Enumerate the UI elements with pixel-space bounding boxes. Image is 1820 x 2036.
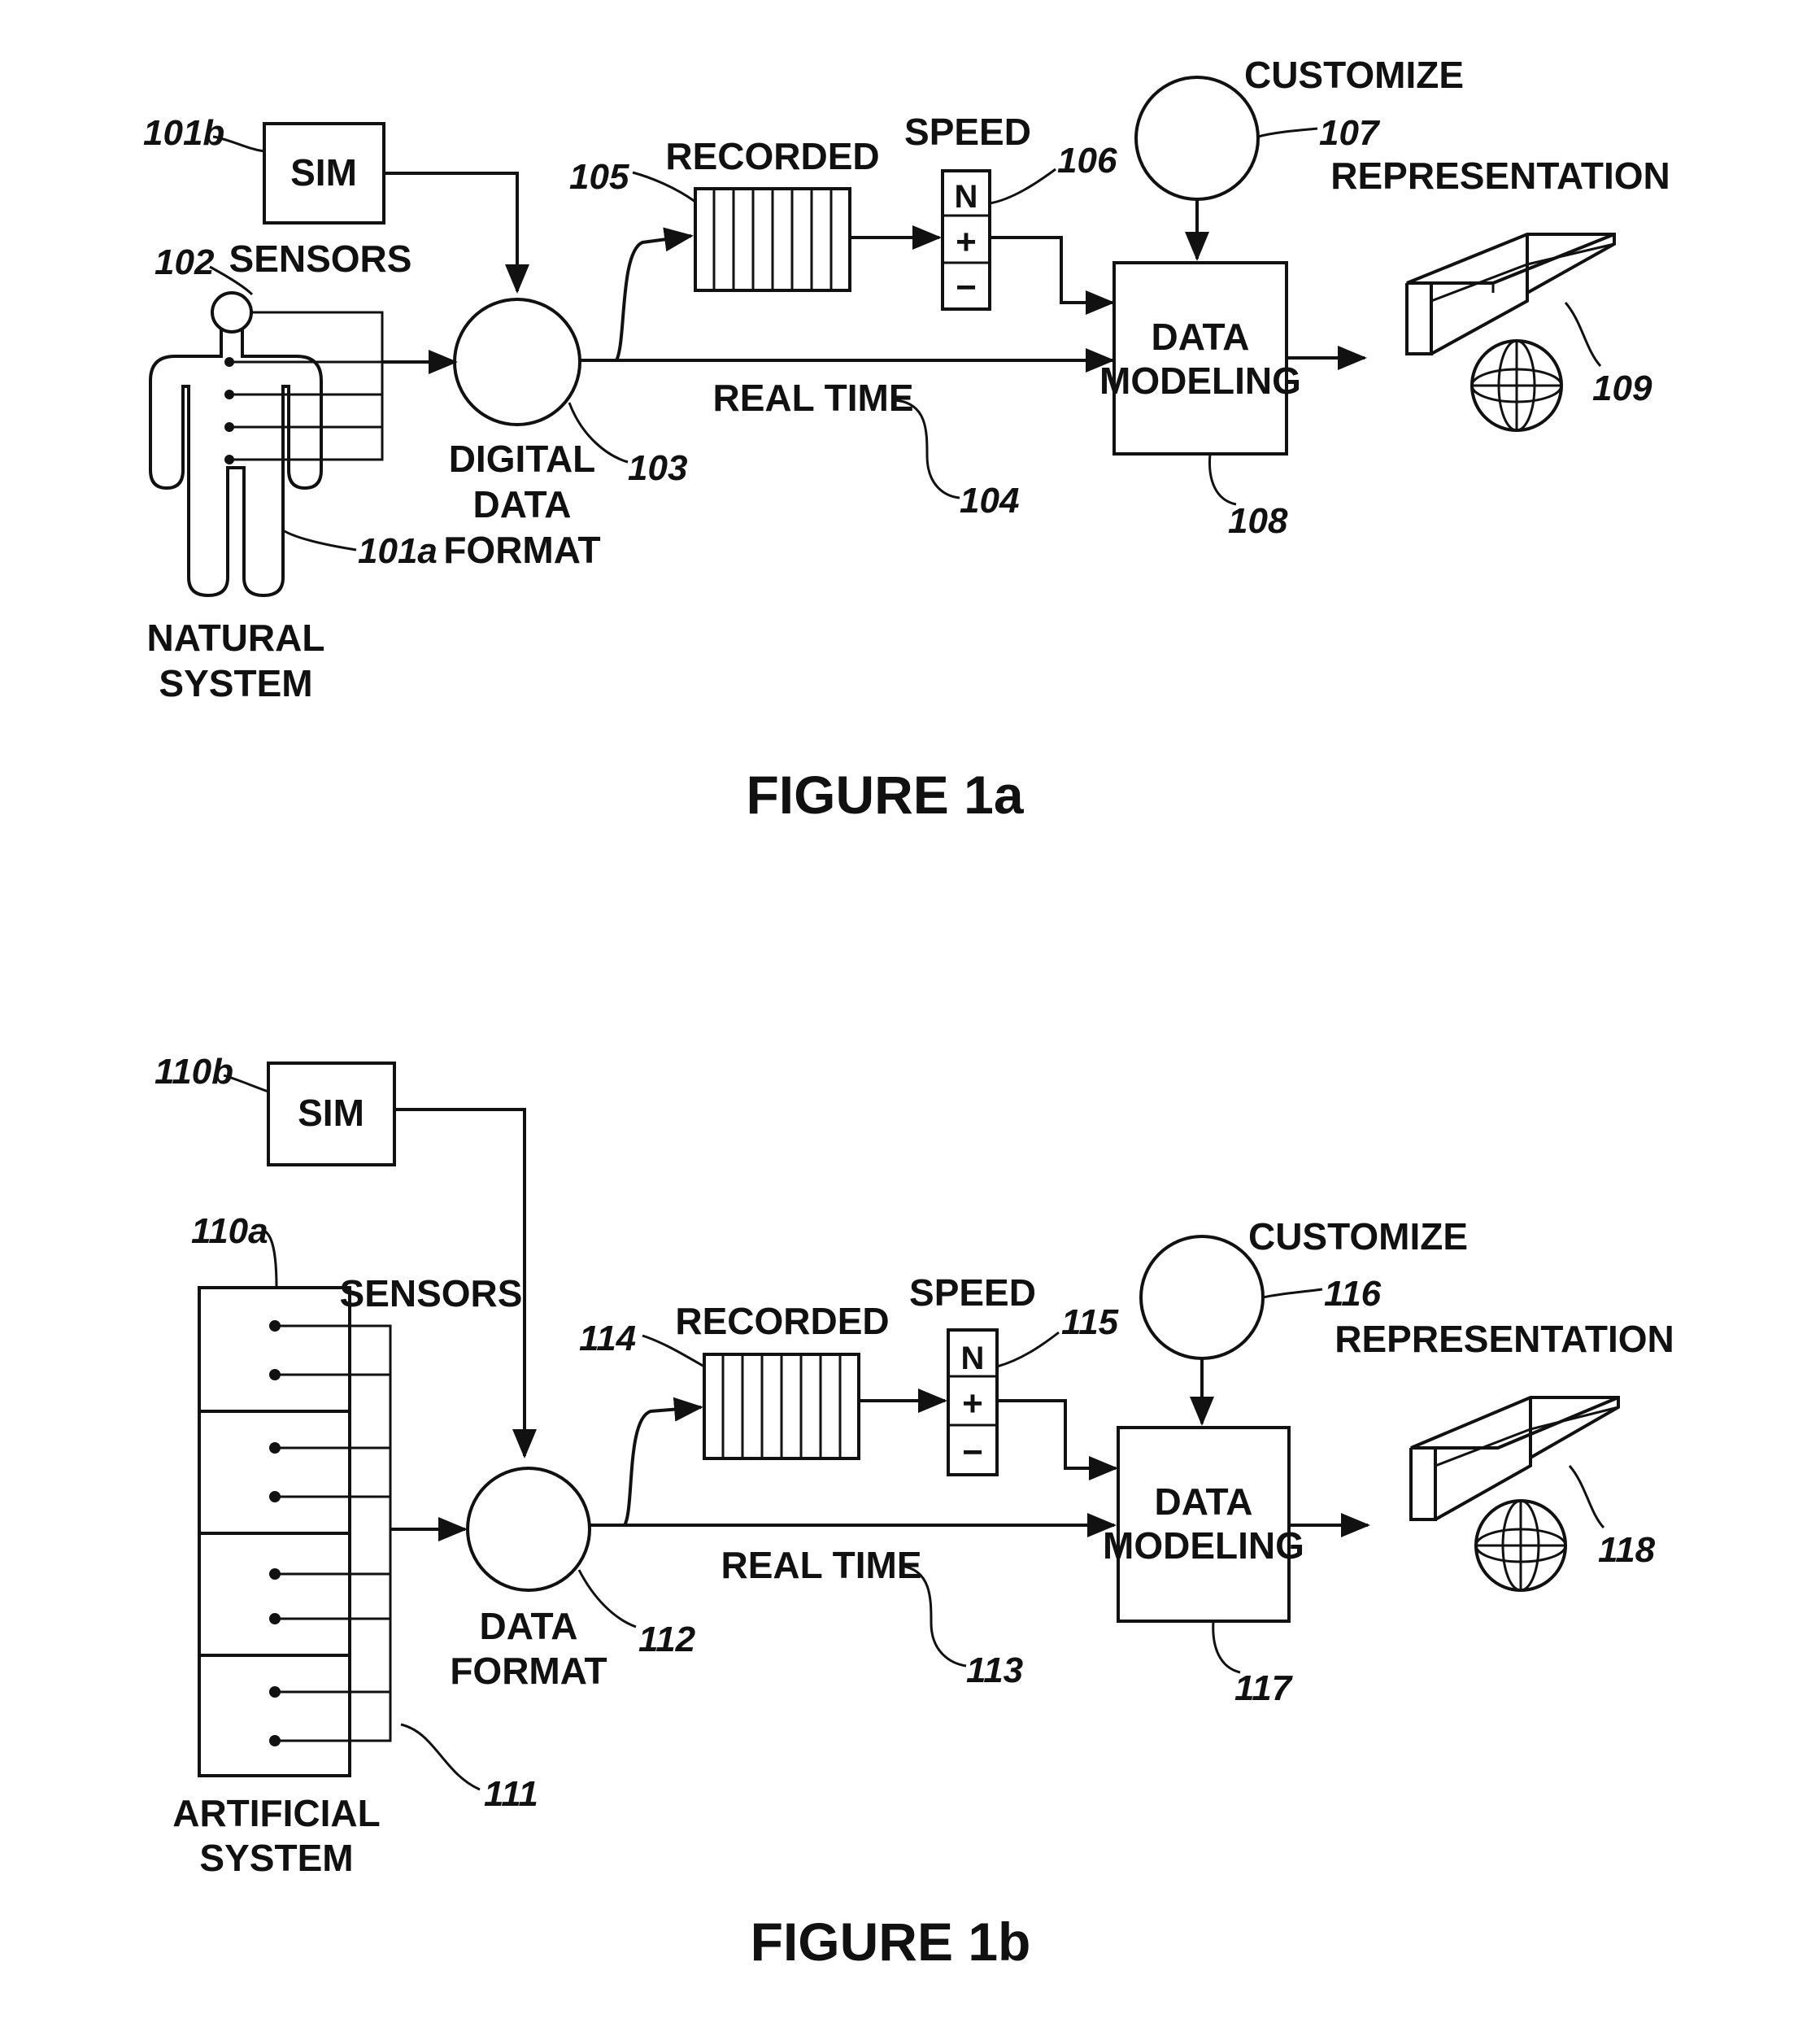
customize-label-1a: CUSTOMIZE [1244,54,1464,96]
leader-101a [283,530,356,550]
speed-normal-button-1b[interactable]: N [961,1341,985,1376]
modeling-label-l2-1a: MODELING [1099,360,1301,402]
data-format-circle-1b [468,1468,590,1590]
globe-icon-1b [1476,1501,1565,1590]
recorded-buffer-1a [695,189,850,290]
leader-115 [997,1332,1059,1367]
format-label-l2-1a: DATA [473,483,572,525]
ref-114: 114 [579,1319,636,1358]
ref-105: 105 [569,157,629,197]
customize-circle-1a[interactable] [1136,77,1258,199]
real-time-label-1a: REAL TIME [712,377,913,419]
artificial-label-l2: SYSTEM [199,1837,353,1879]
recorded-buffer-1b [704,1354,859,1458]
ref-109: 109 [1592,368,1652,408]
leader-111 [401,1724,480,1790]
human-figure-icon [150,293,321,595]
leader-108 [1209,454,1236,504]
ref-101a: 101a [358,531,438,571]
leader-112 [579,1570,636,1627]
figure-1a-caption: FIGURE 1a [746,765,1024,825]
ref-102: 102 [155,242,215,282]
figure-1b-caption: FIGURE 1b [751,1912,1031,1972]
speed-to-modeling-arrow-1a [990,238,1112,303]
human-body-outline [150,329,321,595]
ref-112: 112 [638,1620,696,1659]
format-to-recorded-arrow-1a [616,236,691,360]
format-to-recorded-arrow-1b [625,1407,701,1525]
speed-plus-button-1b[interactable]: + [962,1384,983,1423]
ref-104: 104 [960,481,1019,521]
recorded-label-1b: RECORDED [675,1300,889,1342]
sensors-label-1a: SENSORS [229,238,412,280]
customize-circle-1b[interactable] [1141,1236,1263,1358]
modeling-label-l1-1b: DATA [1155,1480,1253,1523]
natural-label-l2: SYSTEM [159,662,312,704]
figure-1a: SIM 101b SENSORS 102 101a NATURAL SYS [143,54,1670,825]
ref-103: 103 [628,448,687,488]
real-time-label-1b: REAL TIME [721,1544,921,1586]
ref-108: 108 [1228,501,1288,541]
artificial-label-l1: ARTIFICIAL [172,1792,381,1834]
sensor-wires-1a [224,312,382,464]
speed-label-1b: SPEED [909,1271,1036,1314]
speed-minus-button-1b[interactable]: − [962,1432,983,1472]
format-label-l2-1b: FORMAT [450,1650,607,1692]
speed-minus-button-1a[interactable]: − [956,268,977,307]
speed-to-modeling-arrow-1b [997,1401,1116,1468]
leader-118 [1570,1466,1604,1528]
ref-107: 107 [1319,113,1381,153]
leader-106 [990,169,1056,203]
modeling-label-l2-1b: MODELING [1103,1524,1304,1567]
representation-label-1a: REPRESENTATION [1330,155,1670,197]
format-label-l1-1b: DATA [480,1605,578,1647]
leader-117 [1213,1621,1240,1672]
sim-label-1b: SIM [298,1092,364,1134]
figure-1b: SIM 110b 110a SENSORS [155,1052,1674,1972]
ref-116: 116 [1324,1274,1382,1314]
modeling-label-l1-1a: DATA [1152,316,1250,358]
sensor-head-icon [212,293,251,332]
ref-110b: 110b [155,1052,233,1092]
data-modeling-box-1a [1114,263,1287,454]
ref-113: 113 [966,1650,1023,1690]
format-label-l3-1a: FORMAT [443,529,600,571]
speed-normal-button-1a[interactable]: N [955,179,978,215]
ref-117: 117 [1234,1668,1294,1708]
format-label-l1-1a: DIGITAL [449,438,596,480]
artificial-system-1b [199,1288,390,1776]
speed-plus-button-1a[interactable]: + [956,222,977,262]
sensors-label-1b: SENSORS [340,1272,523,1314]
leader-109 [1565,303,1600,366]
customize-label-1b: CUSTOMIZE [1248,1215,1468,1258]
speed-label-1a: SPEED [904,111,1031,153]
recorded-label-1a: RECORDED [665,135,879,177]
ref-110a: 110a [191,1211,268,1251]
sim-label-1a: SIM [290,151,357,194]
leader-116 [1263,1289,1322,1297]
natural-label-l1: NATURAL [147,617,325,659]
globe-icon-1a [1472,341,1561,430]
ref-115: 115 [1061,1302,1119,1342]
ref-106: 106 [1057,141,1117,181]
digital-data-format-circle [455,299,580,425]
leader-107 [1258,129,1317,137]
ref-118: 118 [1598,1530,1656,1570]
ref-111: 111 [484,1774,538,1814]
ref-101b: 101b [143,113,224,153]
representation-label-1b: REPRESENTATION [1335,1318,1674,1360]
